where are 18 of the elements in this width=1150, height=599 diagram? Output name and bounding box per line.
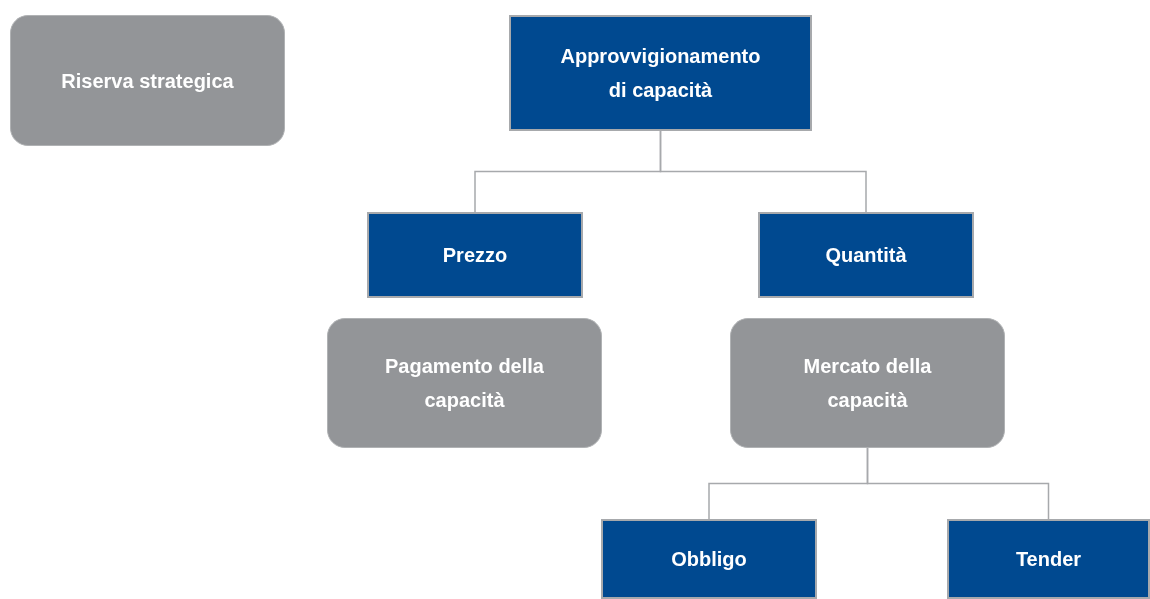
box-label: Mercato della capacità	[802, 354, 933, 413]
box-label: Prezzo	[442, 243, 508, 268]
box-label: Riserva strategica	[61, 68, 234, 94]
box-label: Obbligo	[671, 547, 747, 572]
process-box	[367, 212, 583, 298]
box-label: Approvvigionamento di capacità	[559, 44, 762, 103]
connector-line	[866, 447, 1050, 520]
process-box	[509, 15, 812, 131]
box-label: Quantità	[825, 243, 907, 268]
rounded-box	[327, 318, 602, 448]
rounded-box	[10, 15, 285, 146]
process-box	[758, 212, 974, 298]
process-box	[947, 519, 1150, 599]
box-label: Tender	[1015, 547, 1082, 572]
process-box	[601, 519, 817, 599]
connector-line	[659, 130, 867, 213]
rounded-box	[730, 318, 1005, 448]
box-label: Pagamento della capacità	[384, 354, 545, 413]
